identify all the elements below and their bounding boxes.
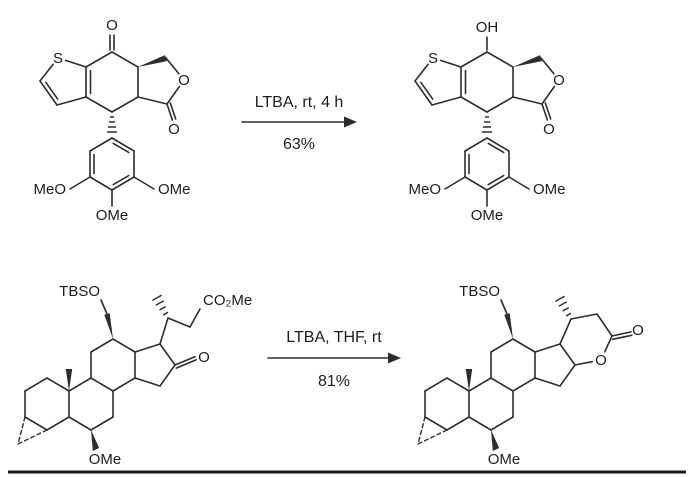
angular-methyl-wedge <box>465 369 473 391</box>
carbonyl-oxygen-label: O <box>543 121 555 138</box>
steroid-ring-c <box>490 338 536 392</box>
lactone-ring: O O <box>137 55 190 138</box>
reaction1-conditions: LTBA, rt, 4 h <box>255 94 344 111</box>
wedge-bond <box>138 55 167 67</box>
reaction2-conditions: LTBA, THF, rt <box>286 329 382 346</box>
ketone-oxygen-label: O <box>106 17 118 34</box>
methoxy-label-left: MeO <box>33 181 66 198</box>
tbso-substituent: TBSO <box>459 283 513 339</box>
cyclohexenone-ring: O <box>85 17 139 113</box>
tbso-substituent: TBSO <box>59 283 113 339</box>
wedge-bond <box>491 430 500 451</box>
cyclopropane-dashed <box>17 416 48 445</box>
carbonyl-oxygen-label: O <box>168 121 180 138</box>
steroid-ring-a <box>24 377 70 431</box>
steroid-ring-d <box>134 343 176 387</box>
reaction1-yield: 63% <box>283 136 315 153</box>
trimethoxyphenyl-ring: MeO OMe OMe <box>33 137 191 224</box>
reaction2-arrow: LTBA, THF, rt 81% <box>267 329 401 390</box>
reaction1-arrow: LTBA, rt, 4 h 63% <box>241 94 357 153</box>
steroid-ring-b <box>68 377 114 431</box>
ring-oxygen-label: O <box>595 352 607 369</box>
steroid-ring-b <box>468 377 514 431</box>
sulfur-label: S <box>53 50 63 67</box>
reaction2-product-structure: OMe TBSO O O <box>417 283 644 468</box>
hashed-wedge-bond <box>481 116 493 133</box>
steroid-ring-a <box>424 377 470 431</box>
cyclopropane-dashed <box>417 416 448 445</box>
angular-methyl-wedge <box>65 369 73 391</box>
methoxy-label-left: MeO <box>408 181 441 198</box>
wedge-bond <box>104 313 113 339</box>
tbso-label: TBSO <box>459 283 500 300</box>
ring-oxygen-label: O <box>553 72 565 89</box>
methoxy-label-bottom: OMe <box>89 451 122 468</box>
delta-lactone-ring: O O <box>555 295 644 369</box>
reaction2-yield: 81% <box>318 373 350 390</box>
wedge-bond <box>513 55 542 67</box>
methoxy-label-right: OMe <box>158 181 191 198</box>
reaction1-reactant-structure: O S O O <box>33 17 190 224</box>
trimethoxyphenyl-ring: MeO OMe OMe <box>408 137 566 224</box>
methoxy-label-bottom: OMe <box>96 207 129 224</box>
tbso-label: TBSO <box>59 283 100 300</box>
thiophene-ring: S <box>39 50 87 106</box>
reaction2-reactant-structure: OMe TBSO CO₂Me O <box>17 283 252 468</box>
ketone-group: O <box>174 349 210 369</box>
ester-side-chain: CO₂Me <box>152 292 252 345</box>
carbonyl-oxygen-label: O <box>632 322 644 339</box>
steroid-ring-c <box>90 338 136 392</box>
cyclohexene-ring: OH <box>460 19 514 113</box>
arrow-head <box>388 352 401 364</box>
wedge-bond <box>91 430 100 451</box>
methoxy-substituent: OMe <box>89 430 122 468</box>
ester-label: CO₂Me <box>203 292 252 309</box>
methoxy-label-right: OMe <box>533 181 566 198</box>
hashed-wedge-bond <box>106 116 118 133</box>
reaction1-product-structure: OH S O O <box>408 19 565 224</box>
hydroxyl-label: OH <box>476 19 499 36</box>
methoxy-label-bottom: OMe <box>471 207 504 224</box>
lactone-ring: O O <box>512 55 565 138</box>
steroid-ring-d <box>534 343 576 387</box>
sulfur-label: S <box>428 50 438 67</box>
methoxy-substituent: OMe <box>488 430 521 468</box>
arrow-head <box>344 116 357 128</box>
thiophene-ring: S <box>414 50 462 106</box>
ketone-oxygen-label: O <box>198 349 210 366</box>
wedge-bond <box>504 313 513 339</box>
methoxy-label-bottom: OMe <box>488 451 521 468</box>
ring-oxygen-label: O <box>178 72 190 89</box>
